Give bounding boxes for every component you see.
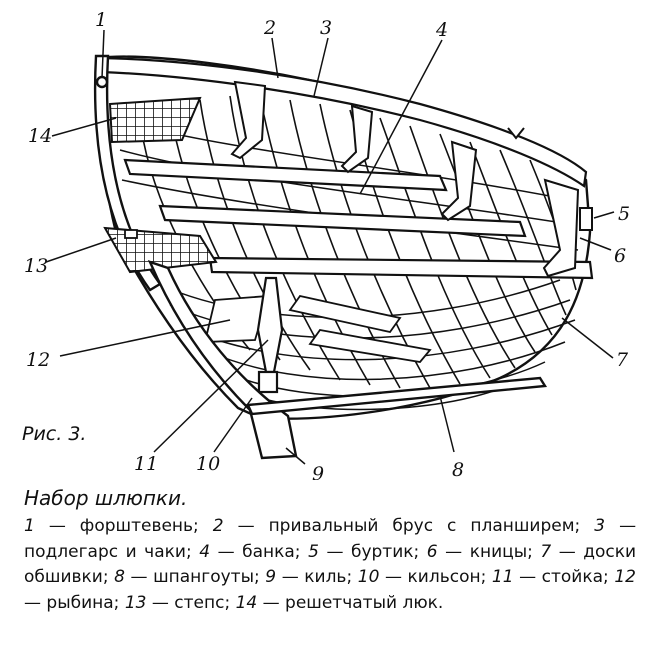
callout-5: 5 — [618, 203, 630, 225]
floorboards — [203, 294, 432, 363]
gunwale — [98, 56, 588, 188]
callout-9: 9 — [312, 463, 324, 480]
stanchion — [256, 276, 284, 394]
legend-item: 11 — стойка; — [491, 567, 609, 587]
legend-item: 10 — кильсон; — [357, 567, 487, 587]
legend-item: 3 — подлегарс и чаки; — [24, 516, 637, 562]
callout-10: 10 — [196, 453, 220, 475]
callout-8: 8 — [452, 459, 464, 480]
callout-labels: 1 2 3 4 5 6 7 8 9 10 11 12 13 14 — [24, 9, 630, 480]
legend-item: 9 — киль; — [265, 567, 353, 587]
leader-lines — [45, 29, 615, 465]
callout-13: 13 — [24, 255, 48, 277]
legend-item: 1 — форштевень; — [24, 516, 199, 536]
legend-item: 13 — степс; — [124, 592, 231, 613]
legend-item: 8 — шпангоуты; — [114, 567, 260, 587]
callout-7: 7 — [616, 349, 629, 371]
legend-item: 6 — кницы; — [426, 541, 533, 562]
callout-4: 4 — [435, 19, 448, 41]
callout-3: 3 — [320, 17, 332, 39]
legend-item: 2 — привальный брус с планширем; — [212, 516, 581, 536]
legend-title: Набор шлюпки. — [24, 486, 188, 510]
legend-item: 5 — буртик; — [308, 541, 420, 562]
callout-1: 1 — [95, 9, 107, 31]
callout-14: 14 — [28, 125, 52, 147]
callout-2: 2 — [263, 17, 276, 39]
callout-11: 11 — [134, 453, 158, 475]
thwarts — [123, 158, 594, 280]
legend-item: 12 — рыбина; — [24, 567, 636, 613]
boat-framing-drawing: 1 2 3 4 5 6 7 8 9 10 11 12 13 14 — [24, 9, 630, 480]
legend-item: 7 — доски обшивки; — [24, 541, 637, 588]
mast-step — [103, 226, 218, 274]
grating-hatch — [108, 96, 202, 144]
legend: 1 — форштевень; 2 — привальный брус с пл… — [24, 514, 636, 616]
callout-12: 12 — [26, 349, 50, 371]
legend-item: 14 — решетчатый люк. — [235, 592, 444, 613]
figure-caption: Рис. 3. — [22, 423, 87, 445]
cap-rail-fitting — [507, 127, 593, 231]
legend-item: 4 — банка; — [199, 541, 301, 562]
callout-6: 6 — [614, 245, 626, 267]
knees — [230, 80, 580, 278]
